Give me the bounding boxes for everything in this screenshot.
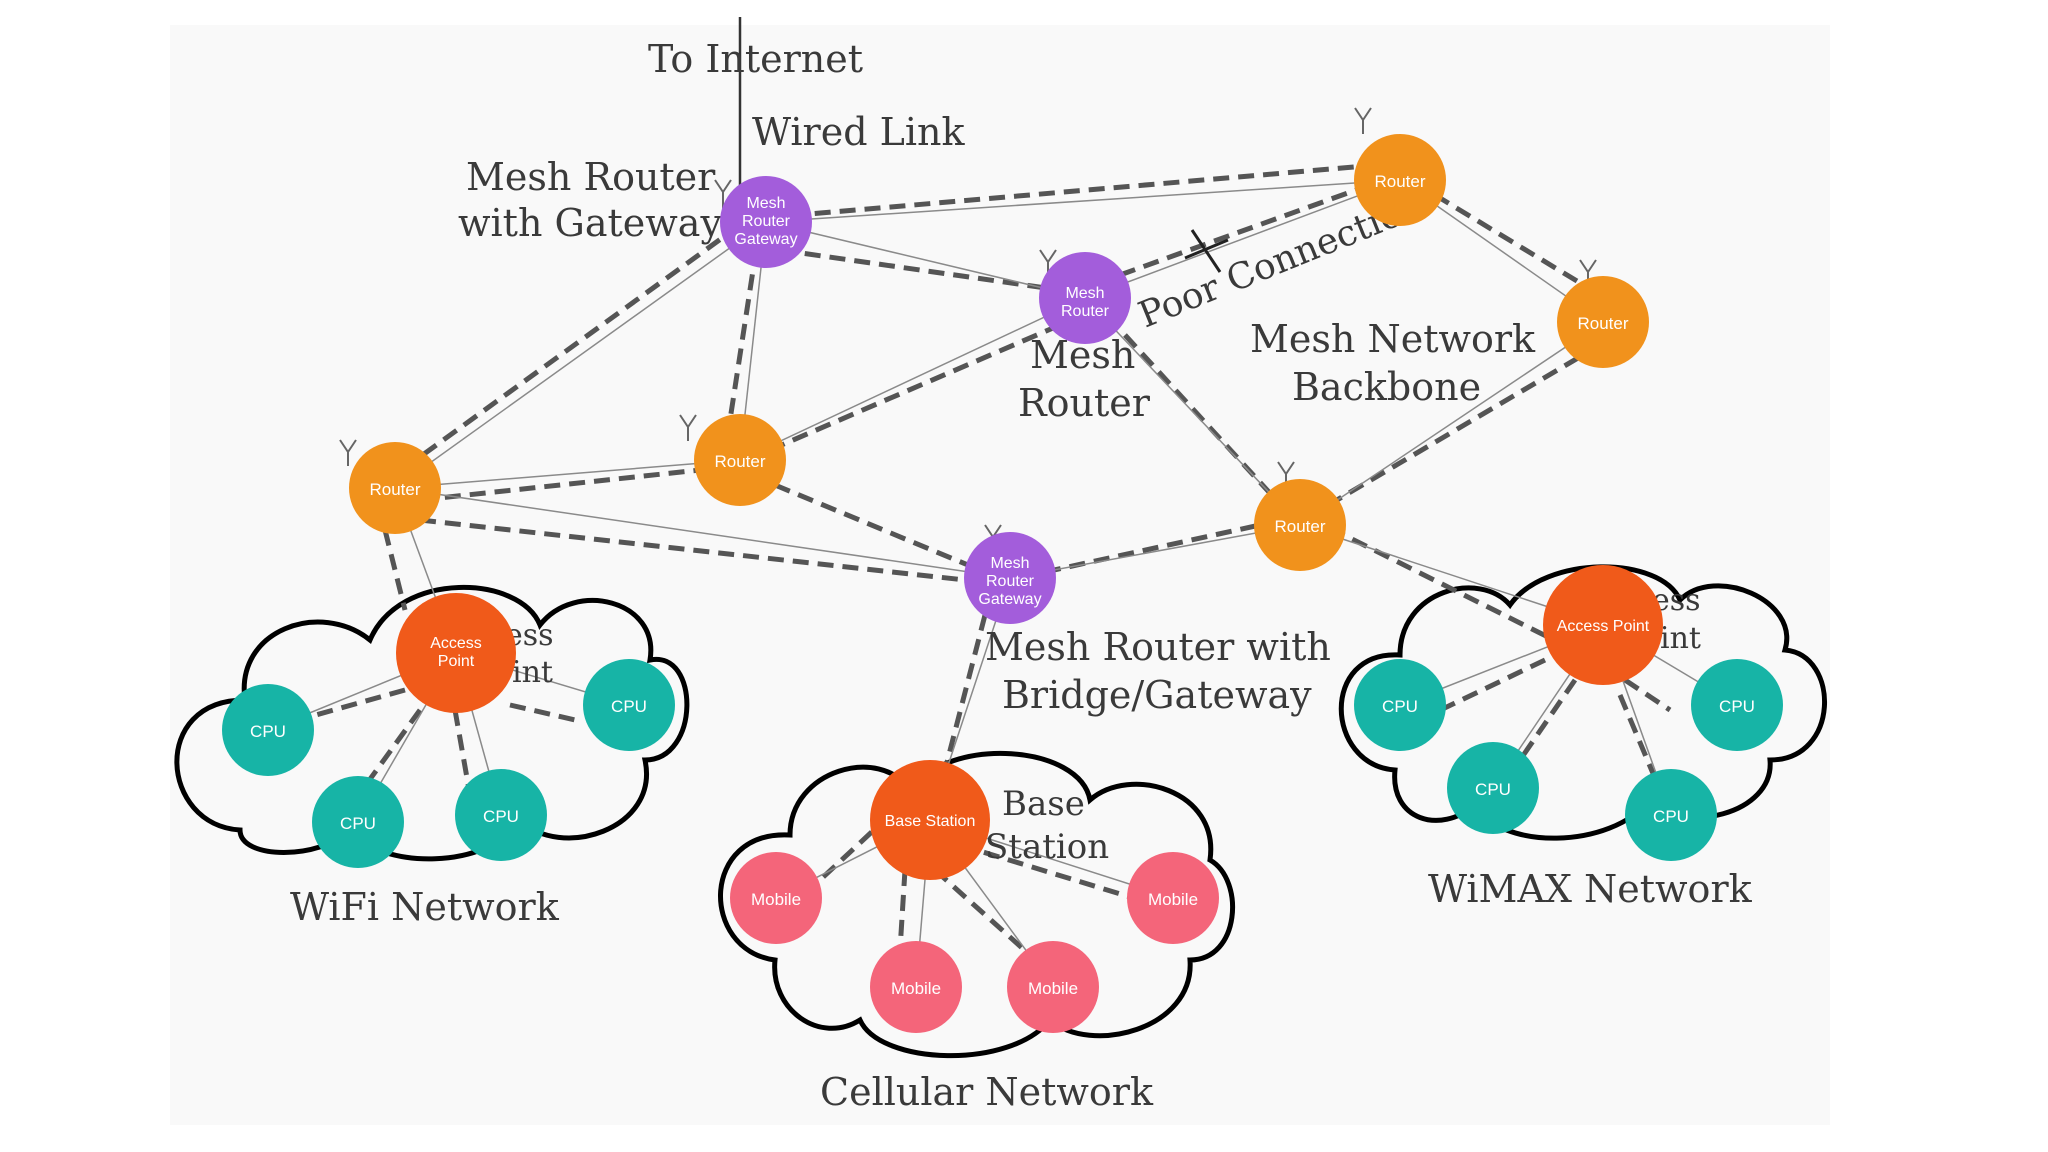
- node-cpu-wimax-2[interactable]: CPU: [1691, 659, 1783, 751]
- svg-text:CPU: CPU: [483, 807, 519, 826]
- mesh-router-gw-label-2: with Gateway: [458, 201, 722, 245]
- svg-text:Mesh: Mesh: [990, 555, 1029, 572]
- node-router-center-right[interactable]: Router: [1254, 479, 1346, 571]
- node-access-point-wifi[interactable]: Access Point: [396, 593, 516, 713]
- svg-text:Gateway: Gateway: [978, 591, 1041, 608]
- svg-text:Mobile: Mobile: [891, 979, 941, 998]
- cellular-cloud: [718, 750, 1236, 1059]
- node-router-left[interactable]: Router: [349, 442, 441, 534]
- backbone-label-1: Mesh Network: [1250, 317, 1536, 361]
- node-cpu-wifi-2[interactable]: CPU: [583, 659, 675, 751]
- bridge-label-2: Bridge/Gateway: [1002, 673, 1312, 717]
- svg-text:Mobile: Mobile: [1148, 890, 1198, 909]
- wimax-network-label: WiMAX Network: [1428, 867, 1753, 911]
- mesh-router-gw-label-1: Mesh Router: [466, 155, 716, 199]
- ghost-text-wifi-2: int: [512, 655, 553, 690]
- node-mesh-router[interactable]: Mesh Router: [1039, 252, 1131, 344]
- svg-text:Router: Router: [1374, 172, 1425, 191]
- svg-text:CPU: CPU: [340, 814, 376, 833]
- node-cpu-wimax-4[interactable]: CPU: [1625, 769, 1717, 861]
- backbone-label-2: Backbone: [1292, 365, 1481, 409]
- node-cpu-wimax-3[interactable]: CPU: [1447, 742, 1539, 834]
- svg-text:Router: Router: [369, 480, 420, 499]
- svg-text:CPU: CPU: [1719, 697, 1755, 716]
- svg-text:Mesh: Mesh: [746, 195, 785, 212]
- node-mobile-2[interactable]: Mobile: [1127, 852, 1219, 944]
- svg-text:Access Point: Access Point: [1557, 618, 1650, 635]
- svg-text:Mobile: Mobile: [1028, 979, 1078, 998]
- node-cpu-wifi-4[interactable]: CPU: [455, 769, 547, 861]
- node-cpu-wimax-1[interactable]: CPU: [1354, 659, 1446, 751]
- svg-text:Router: Router: [1061, 303, 1110, 320]
- svg-text:Gateway: Gateway: [734, 231, 797, 248]
- poor-connection-x: [1184, 229, 1229, 273]
- ghost-text-wimax-2: int: [1660, 621, 1701, 656]
- svg-text:CPU: CPU: [1653, 807, 1689, 826]
- wimax-cloud: [1338, 564, 1827, 841]
- svg-text:Router: Router: [714, 452, 765, 471]
- svg-text:Base Station: Base Station: [885, 813, 976, 830]
- svg-text:Point: Point: [438, 653, 475, 670]
- node-router-top-right[interactable]: Router: [1354, 134, 1446, 226]
- cellular-network-label: Cellular Network: [820, 1070, 1154, 1114]
- wifi-cloud: [174, 585, 690, 862]
- node-access-point-wimax[interactable]: Access Point: [1543, 565, 1663, 685]
- node-cpu-wifi-3[interactable]: CPU: [312, 776, 404, 868]
- node-gw-top[interactable]: Mesh Router Gateway: [720, 176, 812, 268]
- node-mobile-3[interactable]: Mobile: [870, 941, 962, 1033]
- svg-text:CPU: CPU: [1382, 697, 1418, 716]
- svg-text:Router: Router: [986, 573, 1035, 590]
- mesh-router-label-2: Router: [1018, 381, 1151, 425]
- bridge-label-1: Mesh Router with: [985, 625, 1331, 669]
- node-router-right[interactable]: Router: [1557, 276, 1649, 368]
- svg-text:Access: Access: [430, 635, 482, 652]
- svg-text:Router: Router: [1274, 517, 1325, 536]
- svg-text:CPU: CPU: [1475, 780, 1511, 799]
- svg-text:Router: Router: [742, 213, 791, 230]
- svg-text:Router: Router: [1577, 314, 1628, 333]
- wired-link-label: Wired Link: [752, 110, 965, 154]
- to-internet-label: To Internet: [648, 37, 863, 81]
- node-mobile-4[interactable]: Mobile: [1007, 941, 1099, 1033]
- node-router-center[interactable]: Router: [694, 414, 786, 506]
- node-gw-mid[interactable]: Mesh Router Gateway: [964, 532, 1056, 624]
- svg-text:Mobile: Mobile: [751, 890, 801, 909]
- node-cpu-wifi-1[interactable]: CPU: [222, 684, 314, 776]
- node-base-station[interactable]: Base Station: [870, 760, 990, 880]
- wifi-network-label: WiFi Network: [290, 885, 560, 929]
- svg-text:CPU: CPU: [611, 697, 647, 716]
- svg-text:Mesh: Mesh: [1065, 285, 1104, 302]
- svg-text:CPU: CPU: [250, 722, 286, 741]
- base-station-label-1: Base: [1002, 784, 1085, 824]
- node-mobile-1[interactable]: Mobile: [730, 852, 822, 944]
- base-station-label-2: Station: [985, 827, 1109, 867]
